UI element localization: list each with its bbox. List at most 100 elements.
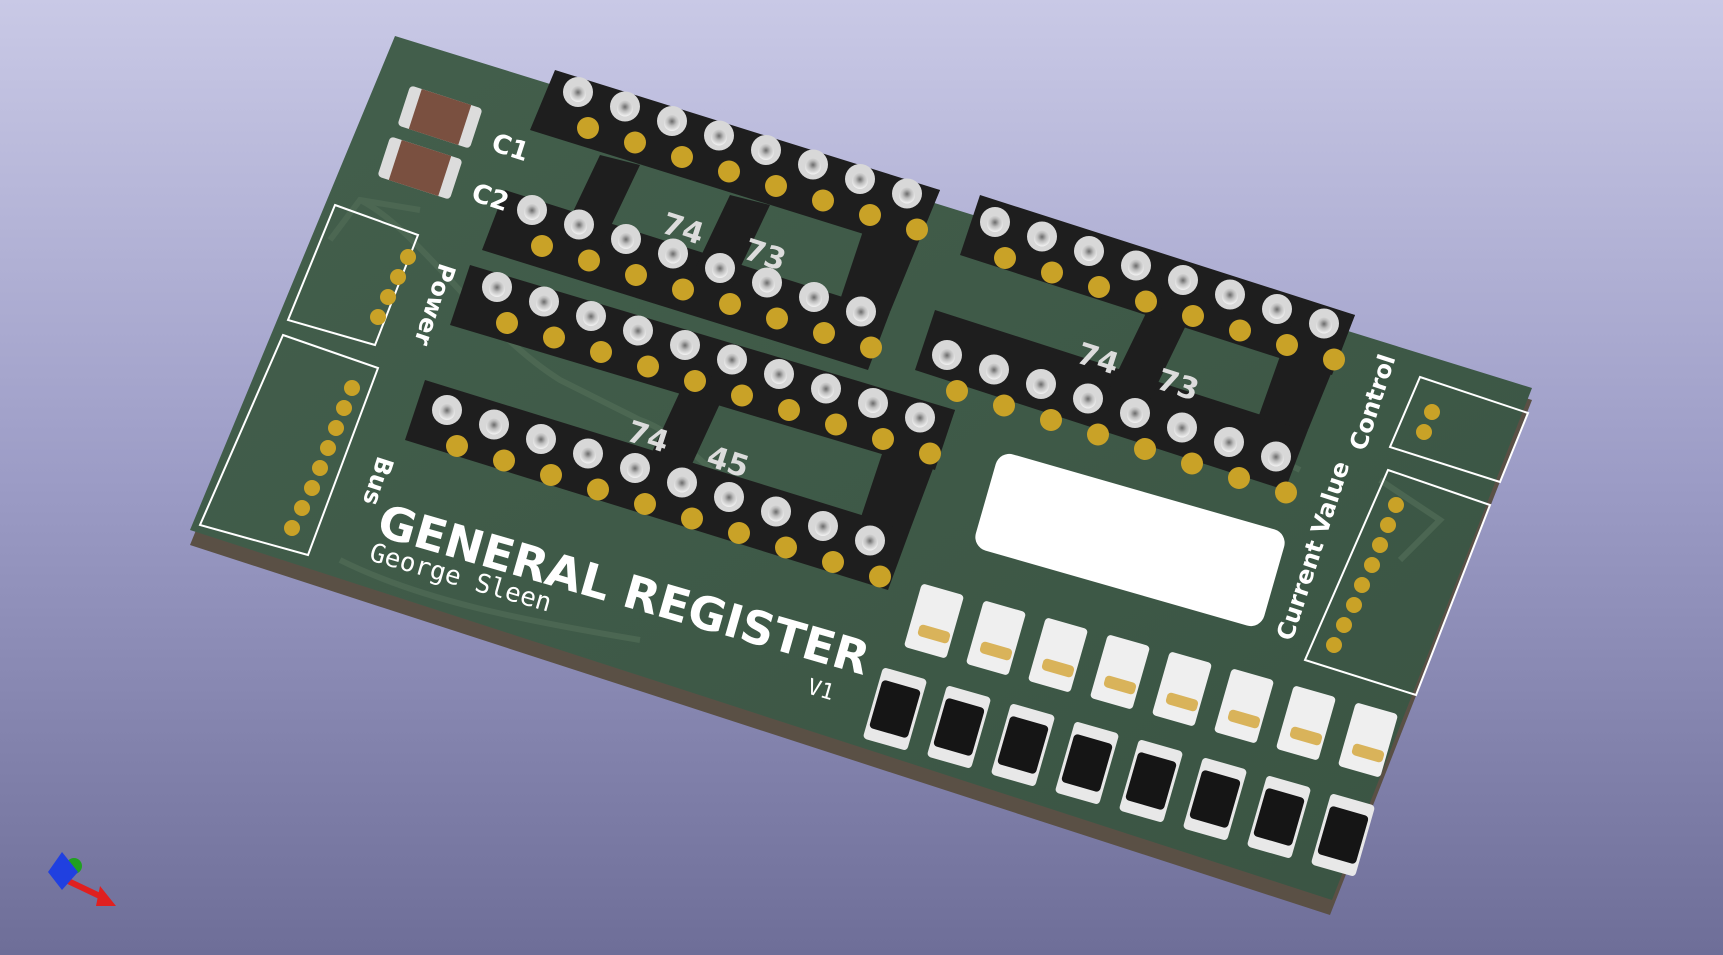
socket-hole-inner [486, 418, 502, 435]
socket-pin [994, 247, 1016, 269]
socket-pin [766, 307, 788, 330]
socket-hole-inner [1221, 436, 1237, 452]
socket-hole-inner [1127, 407, 1143, 423]
led-pad [1165, 692, 1199, 712]
resistor-row [863, 668, 1375, 876]
socket-hole-inner [721, 491, 737, 507]
socket-hole-inner [768, 505, 784, 522]
socket-pin [872, 428, 894, 450]
ic-socket-u3 [915, 195, 1355, 490]
socket-pin [919, 442, 941, 465]
socket-pin [775, 536, 797, 559]
socket-hole-inner [712, 262, 728, 278]
socket-hole-inner [571, 218, 587, 235]
socket-hole-inner [899, 187, 915, 204]
socket-pin [946, 380, 968, 402]
socket-hole-inner [865, 397, 881, 413]
socket-pin [625, 264, 647, 286]
socket-pin [1181, 452, 1203, 475]
socket-pin [577, 117, 599, 139]
socket-pin [1041, 261, 1063, 284]
socket-pin [731, 384, 753, 407]
socket-pin [590, 341, 612, 363]
socket-pin [543, 326, 565, 349]
resistor-body [869, 680, 921, 738]
socket-hole-inner [806, 291, 822, 307]
resistor-body [1125, 752, 1177, 810]
socket-hole-inner [627, 462, 643, 478]
resistor-body [933, 698, 985, 756]
bus-connector-outline [198, 333, 380, 557]
socket-pin [681, 507, 703, 530]
resistor-body [1317, 806, 1369, 864]
socket-hole-inner [986, 363, 1002, 380]
socket-hole-inner [533, 433, 549, 449]
socket-hole-inner [1128, 259, 1144, 276]
socket-hole-inner [1268, 450, 1284, 467]
socket-hole-inner [665, 247, 681, 264]
socket-hole-inner [1081, 245, 1097, 261]
connector-outlines [198, 203, 1530, 697]
socket-pin [1088, 276, 1110, 298]
socket-hole-inner [805, 158, 821, 175]
axes-orientation-widget [48, 852, 116, 906]
led-row [904, 584, 1398, 777]
socket-pin [624, 131, 646, 154]
socket-hole-inner [852, 173, 868, 189]
socket-hole-inner [1222, 288, 1238, 305]
socket-hole-inner [815, 520, 831, 536]
socket-holes [432, 77, 1339, 556]
socket-hole-inner [818, 382, 834, 399]
socket-hole-inner [711, 129, 727, 146]
socket-pin [637, 355, 659, 378]
socket-pin [1323, 348, 1345, 371]
led-pad [917, 624, 951, 644]
socket-hole-inner [1175, 274, 1191, 290]
led-pad [1289, 726, 1323, 746]
socket-pin [859, 204, 881, 226]
socket-hole-inner [570, 86, 586, 102]
capacitor-c2 [378, 137, 462, 199]
socket-pin [825, 413, 847, 436]
socket-pin [718, 160, 740, 183]
socket-hole-inner [1316, 317, 1332, 334]
led-pad [1041, 658, 1075, 678]
socket-hole-inner [1174, 421, 1190, 438]
socket-pin [540, 464, 562, 486]
x-axis-arrow-icon [64, 877, 106, 901]
socket-pin [906, 218, 928, 241]
socket-hole-inner [853, 305, 869, 322]
socket-hole-inner [664, 115, 680, 131]
socket-pin [719, 293, 741, 315]
resistor-body [1189, 770, 1241, 828]
socket-hole-inner [771, 368, 787, 384]
socket-hole-inner [987, 216, 1003, 232]
led-pad [1227, 709, 1261, 729]
socket-pin [672, 278, 694, 301]
socket-pin [860, 336, 882, 359]
socket-hole-inner [1269, 303, 1285, 319]
socket-pin [813, 322, 835, 344]
resistor-body [1253, 788, 1305, 846]
socket-hole-inner [677, 339, 693, 355]
socket-pin [1134, 438, 1156, 460]
bus-pads [284, 380, 360, 536]
resistor-body [1061, 734, 1113, 792]
socket-pin [765, 175, 787, 197]
socket-pin [728, 522, 750, 544]
socket-pin [634, 493, 656, 515]
socket-hole-inner [583, 310, 599, 326]
socket-pin [493, 449, 515, 472]
socket-hole-inner [580, 447, 596, 464]
socket-pin [531, 235, 553, 257]
z-axis-arrow-icon [48, 852, 78, 890]
socket-pin [446, 435, 468, 457]
connector-pads [284, 249, 1440, 653]
socket-pin [1135, 290, 1157, 313]
led-pad [1351, 743, 1385, 763]
socket-pin [496, 312, 518, 334]
socket-hole-inner [524, 204, 540, 220]
resistor-body [997, 716, 1049, 774]
control-connector-outline [1388, 375, 1530, 484]
